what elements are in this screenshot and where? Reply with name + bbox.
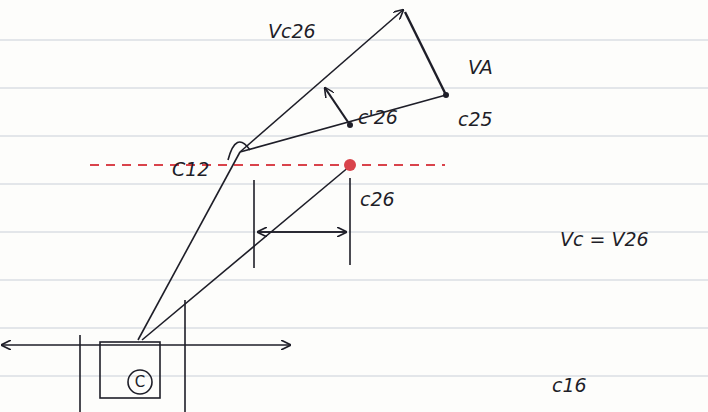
instant-center-label: c16	[552, 376, 587, 395]
instant-center-label: C12	[172, 160, 209, 179]
pivot-dot	[347, 122, 353, 128]
paper-lines	[0, 40, 708, 376]
velocity-label: VA	[468, 58, 493, 77]
instant-center-label: c26	[360, 190, 395, 209]
reference-line	[90, 164, 445, 166]
instant-center-label: c'26	[358, 108, 398, 127]
pivot-dot	[344, 159, 356, 171]
velocity-label: Vc26	[268, 22, 316, 41]
slider-label: C	[135, 375, 145, 390]
linkage	[2, 10, 446, 412]
equation-label: Vc = V26	[560, 230, 649, 249]
pivot-dot	[443, 92, 449, 98]
instant-center-label: c25	[458, 110, 493, 129]
